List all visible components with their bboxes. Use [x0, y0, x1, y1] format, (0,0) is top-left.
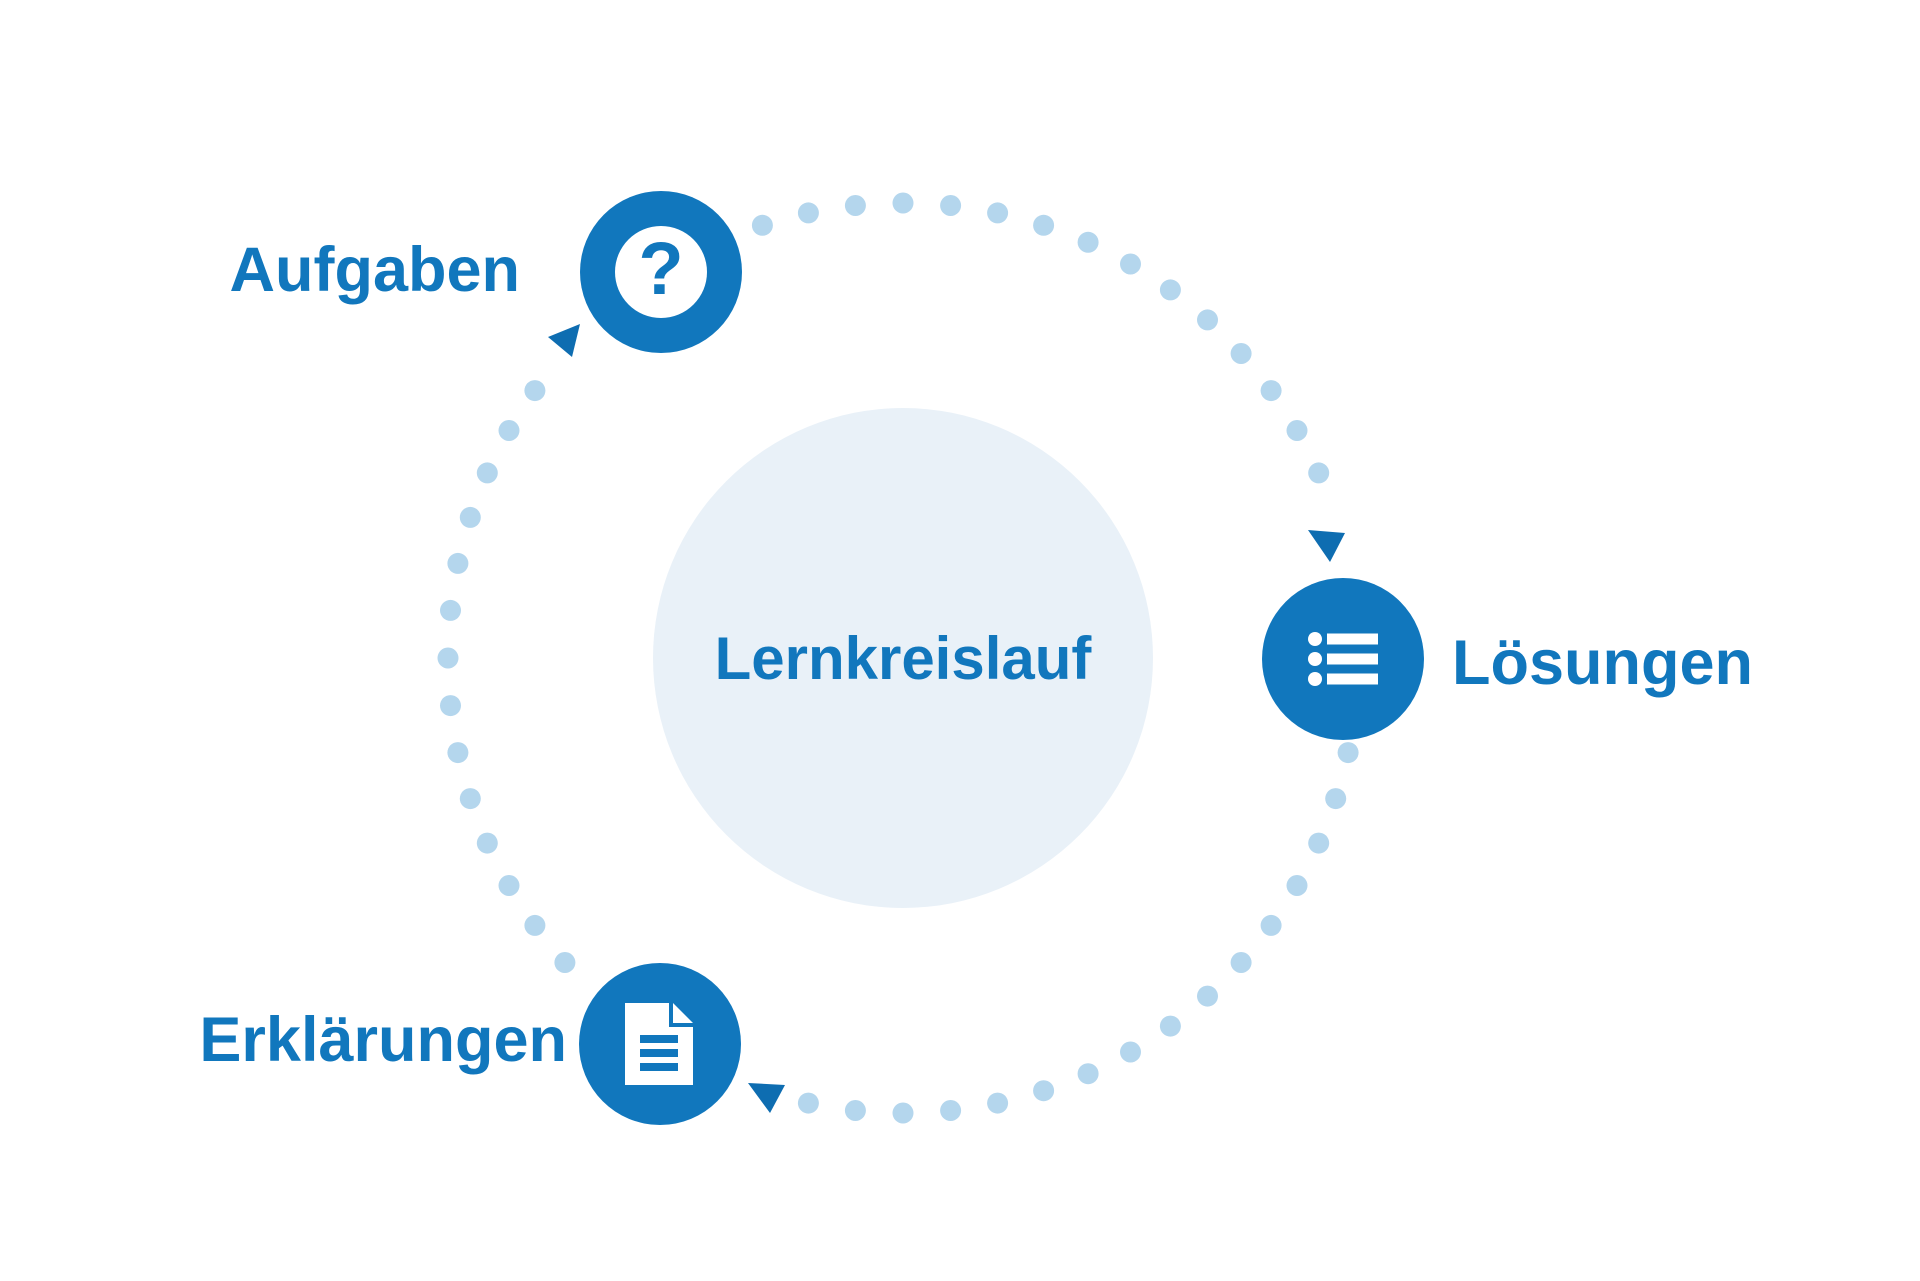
flow-arrow	[548, 324, 580, 357]
ring-dot	[1033, 1080, 1055, 1102]
ring-dot	[440, 599, 461, 621]
ring-dot	[447, 742, 469, 764]
ring-dot	[1159, 1015, 1181, 1037]
flow-arrow	[748, 1083, 785, 1113]
ring-dot	[1286, 420, 1308, 441]
ring-dot	[797, 1092, 819, 1114]
ring-dot	[440, 695, 461, 717]
ring-dot	[1033, 214, 1055, 236]
ring-dot	[1260, 914, 1282, 936]
list-icon	[1308, 632, 1378, 686]
ring-dot	[554, 952, 576, 973]
node-label-erklaerungen: Erklärungen	[199, 1005, 567, 1075]
ring-dot	[1159, 279, 1181, 301]
ring-dot	[1197, 309, 1218, 331]
flow-arrow	[1308, 530, 1345, 562]
node-circle-erklaerungen	[579, 963, 741, 1125]
ring-dot	[1120, 1041, 1141, 1063]
node-label-aufgaben: Aufgaben	[229, 235, 520, 305]
ring-dot	[1230, 952, 1252, 973]
question-icon: ?	[615, 226, 707, 318]
ring-dot	[987, 1092, 1009, 1114]
center-circle: Lernkreislauf	[653, 408, 1153, 908]
ring-dot	[1077, 1063, 1099, 1085]
ring-dot	[1230, 343, 1252, 364]
document-icon	[625, 1003, 693, 1085]
ring-dot	[1337, 742, 1359, 764]
ring-dot	[940, 195, 962, 216]
ring-dot	[892, 1102, 914, 1124]
node-label-loesungen: Lösungen	[1452, 628, 1753, 698]
ring-dot	[447, 552, 469, 574]
ring-dot	[459, 788, 481, 810]
ring-dot	[1308, 832, 1330, 854]
ring-dot	[844, 195, 866, 216]
ring-dot	[498, 420, 520, 441]
ring-dot	[1260, 380, 1282, 402]
node-circle-aufgaben: ?	[580, 191, 742, 353]
ring-dot	[459, 506, 481, 528]
ring-dot	[437, 647, 459, 669]
ring-dot	[844, 1100, 866, 1121]
center-label: Lernkreislauf	[714, 624, 1092, 692]
ring-dot	[1120, 253, 1141, 275]
ring-dot	[1197, 985, 1218, 1007]
ring-dot	[524, 914, 546, 936]
ring-dot	[987, 202, 1009, 224]
ring-dot	[892, 192, 914, 214]
ring-dot	[1308, 462, 1330, 484]
ring-dot	[1077, 231, 1099, 253]
ring-dot	[476, 832, 498, 854]
ring-dot	[1286, 875, 1308, 896]
node-circle-loesungen	[1262, 578, 1424, 740]
ring-dot	[1325, 788, 1347, 810]
question-glyph: ?	[638, 227, 684, 310]
ring-dot	[751, 214, 773, 236]
ring-dot	[476, 462, 498, 484]
ring-dot	[498, 875, 520, 896]
ring-dot	[797, 202, 819, 224]
ring-dot	[940, 1100, 962, 1121]
ring-dot	[524, 380, 546, 402]
